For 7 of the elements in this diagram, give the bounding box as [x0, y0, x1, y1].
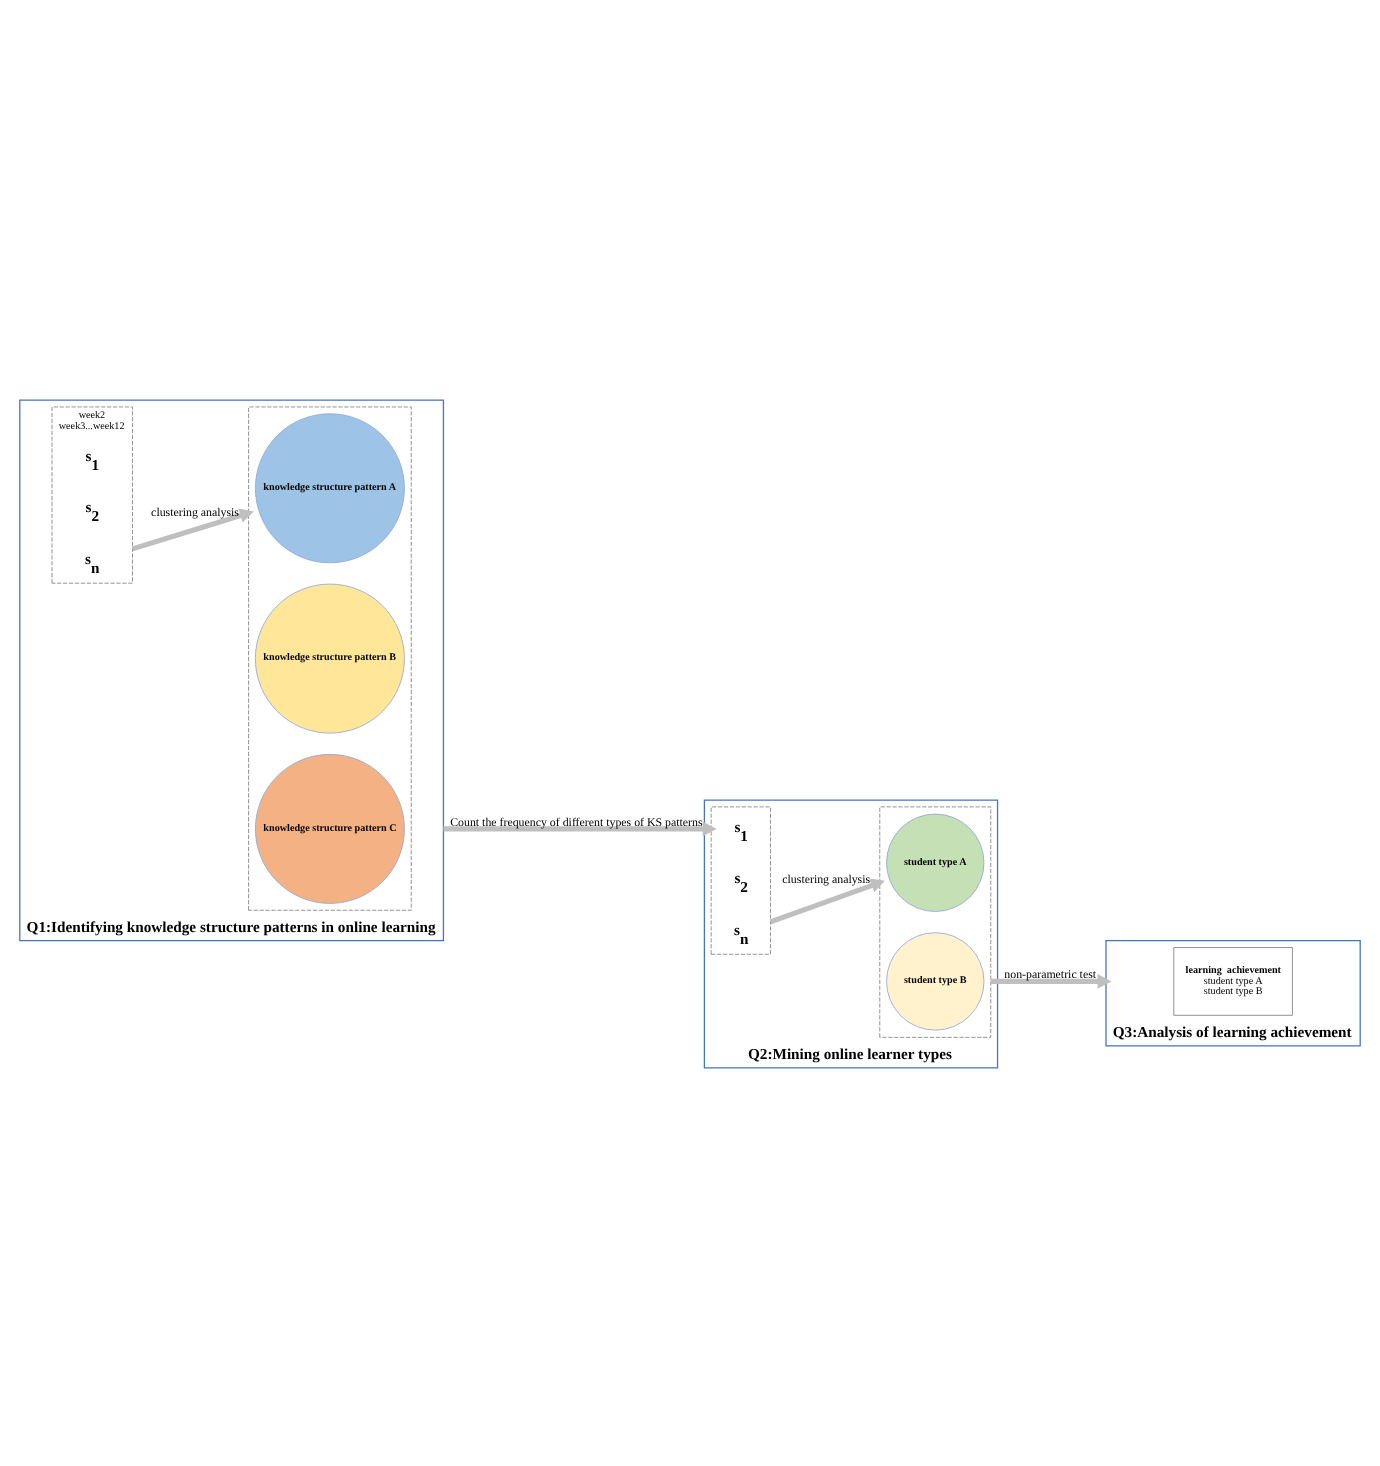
cluster [710, 805, 771, 954]
arrow [990, 973, 1112, 988]
cluster [879, 805, 992, 1037]
arrow [131, 507, 254, 551]
arrow [443, 820, 717, 836]
cluster [248, 405, 412, 910]
arrow [769, 877, 885, 924]
